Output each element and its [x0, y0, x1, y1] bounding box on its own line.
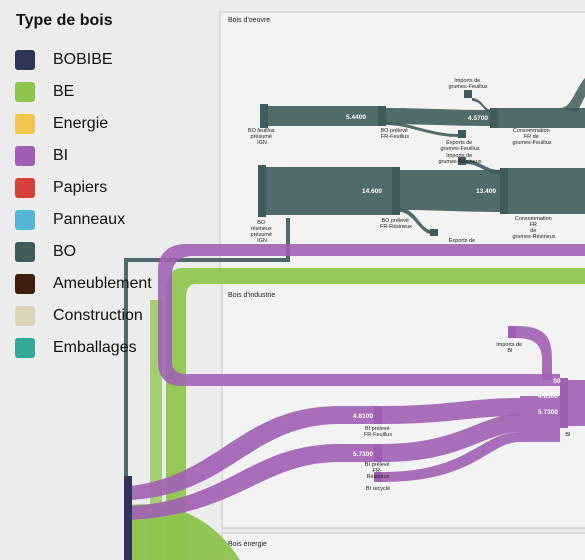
flow-bo-resineux[interactable] — [266, 167, 392, 215]
legend-swatch — [15, 146, 35, 166]
label-imports-bi: Imports de BI — [496, 342, 524, 354]
node-bobibe[interactable] — [124, 476, 132, 560]
node-bo-feuillus-ign[interactable] — [260, 104, 268, 128]
value-bi-feuillus: 4.8100 — [353, 413, 373, 420]
label-exports-resineux: Exports de — [449, 238, 475, 244]
flow-bi-resineux-out[interactable] — [382, 414, 520, 462]
legend-label: Emballages — [53, 339, 137, 356]
label-bo-preleve-resineux: BO prélevé FR-Résineux — [380, 218, 412, 230]
label-bi-preleve-resineux: BI prélevé FR- Résineux — [365, 462, 391, 480]
value-bi-top: 50 — [553, 378, 561, 385]
section-panel-bois-oeuvre — [219, 11, 585, 275]
value-bi-resineux: 5.7300 — [353, 451, 373, 458]
node-bo-resineux-ign[interactable] — [258, 165, 266, 217]
flow-bi-recycle-out[interactable] — [382, 432, 520, 482]
legend-swatch — [15, 210, 35, 230]
label-bo-preleve-feuillus: BO prélevé FR-Feuillus — [380, 128, 409, 140]
legend-label: BI — [53, 147, 69, 164]
flow-bo-preleve-to-conso-feuillus[interactable] — [386, 108, 490, 126]
flow-conso-resineux-out[interactable] — [508, 168, 585, 214]
legend-item-bo[interactable]: BO — [10, 236, 180, 268]
label-bo-feuillus-ign: BO feuillus présumé IGN — [248, 128, 276, 146]
flow-bi-resineux-in[interactable] — [130, 444, 374, 520]
legend-label: BO — [53, 243, 77, 260]
legend-label: BOBIBE — [53, 51, 113, 68]
flow-imports-grumes-resineux[interactable] — [466, 160, 500, 174]
legend-swatch — [15, 50, 35, 70]
flow-bi-right-exit[interactable] — [568, 380, 585, 426]
node-exports-resineux[interactable] — [430, 229, 438, 236]
legend-item-ameublement[interactable]: Ameublement — [10, 268, 180, 300]
legend-item-construction[interactable]: Construction — [10, 300, 180, 332]
legend-label: BE — [53, 83, 75, 100]
node-bi-recycle[interactable] — [374, 472, 382, 482]
flow-conso-feuillus-up[interactable] — [560, 70, 585, 112]
label-bi-recycle: BI recyclé — [366, 486, 390, 492]
value-bi-right-a: 4.8100 — [538, 393, 558, 400]
section-panel-bois-energie — [221, 532, 585, 560]
legend-item-be[interactable]: BE — [10, 76, 180, 108]
flow-be-energie-blob[interactable] — [130, 504, 240, 560]
flow-imports-grumes-feuillus[interactable] — [472, 98, 492, 113]
node-imports-grumes-feuillus[interactable] — [464, 90, 472, 98]
legend-title: Type de bois — [16, 12, 113, 29]
value-bo-conso-resineux: 13.400 — [476, 188, 496, 195]
legend-swatch — [15, 178, 35, 198]
legend-item-panneaux[interactable]: Panneaux — [10, 204, 180, 236]
node-conso-feuillus[interactable] — [490, 108, 498, 128]
legend-item-energie[interactable]: Energie — [10, 108, 180, 140]
value-bo-resineux: 14.600 — [362, 188, 382, 195]
flow-conso-feuillus-out[interactable] — [498, 108, 585, 128]
flow-imports-bi[interactable] — [516, 326, 552, 380]
legend-label: Ameublement — [53, 275, 152, 292]
label-bo-resineux-ign: BO résineux présumé IGN — [251, 220, 274, 244]
label-imports-grumes-feuillus: Imports de grumes-Feuillus — [448, 78, 487, 90]
legend-swatch — [15, 242, 35, 262]
value-bi-right-b: 5.7300 — [538, 409, 558, 416]
section-title-bois-energie: Bois énergie — [228, 541, 267, 548]
flow-exports-grumes-feuillus[interactable] — [386, 122, 458, 137]
flow-bi-right-out[interactable] — [520, 396, 560, 442]
legend-swatch — [15, 114, 35, 134]
legend-swatch — [15, 338, 35, 358]
label-conso-feuillus: Consommation FR de grumes-Feuillus — [512, 128, 551, 146]
legend-item-emballages[interactable]: Emballages — [10, 332, 180, 364]
legend-label: Energie — [53, 115, 109, 132]
legend: Type de bois BOBIBE BE Energie BI Papier… — [10, 12, 180, 364]
legend-item-papiers[interactable]: Papiers — [10, 172, 180, 204]
node-bo-preleve-resineux[interactable] — [392, 167, 400, 215]
node-imports-bi[interactable] — [508, 326, 516, 338]
flow-bi-feuillus-in[interactable] — [130, 406, 374, 500]
node-exports-grumes-feuillus[interactable] — [458, 130, 466, 138]
node-bo-preleve-feuillus[interactable] — [378, 106, 386, 126]
flow-bi-feuillus-out[interactable] — [382, 398, 520, 424]
flow-bo-feuillus[interactable] — [268, 106, 378, 126]
legend-label: Panneaux — [53, 211, 126, 228]
section-title-bois-industrie: Bois d'industrie — [228, 292, 275, 299]
flow-bo-preleve-to-conso-resineux[interactable] — [400, 170, 500, 212]
legend-label: Papiers — [53, 179, 108, 196]
legend-swatch — [15, 82, 35, 102]
label-conso-resineux: Consommation FR de grumes-Résineux — [512, 216, 555, 240]
legend-item-bobibe[interactable]: BOBIBE — [10, 44, 180, 76]
value-bo-feuillus: 5.4400 — [346, 114, 366, 121]
label-imports-grumes-resineux: Imports de grumes-Résineux — [438, 153, 481, 165]
node-bi-preleve-resineux[interactable] — [374, 444, 382, 462]
label-bi-right: BI — [565, 432, 571, 438]
section-title-bois-oeuvre: Bois d'oeuvre — [228, 17, 270, 24]
node-bi-right[interactable] — [560, 378, 568, 428]
node-bi-preleve-feuillus[interactable] — [374, 406, 382, 424]
node-imports-grumes-resineux[interactable] — [458, 157, 466, 165]
flow-exports-resineux[interactable] — [400, 208, 430, 234]
legend-item-bi[interactable]: BI — [10, 140, 180, 172]
node-conso-resineux[interactable] — [500, 168, 508, 214]
label-bi-preleve-feuillus: BI prélevé FR-Feuillus — [364, 426, 392, 438]
legend-swatch — [15, 306, 35, 326]
legend-label: Construction — [53, 307, 143, 324]
value-bo-conso-feuillus: 4.5700 — [468, 115, 488, 122]
legend-swatch — [15, 274, 35, 294]
label-exports-grumes-feuillus: Exports de grumes-Feuillus — [440, 140, 479, 152]
